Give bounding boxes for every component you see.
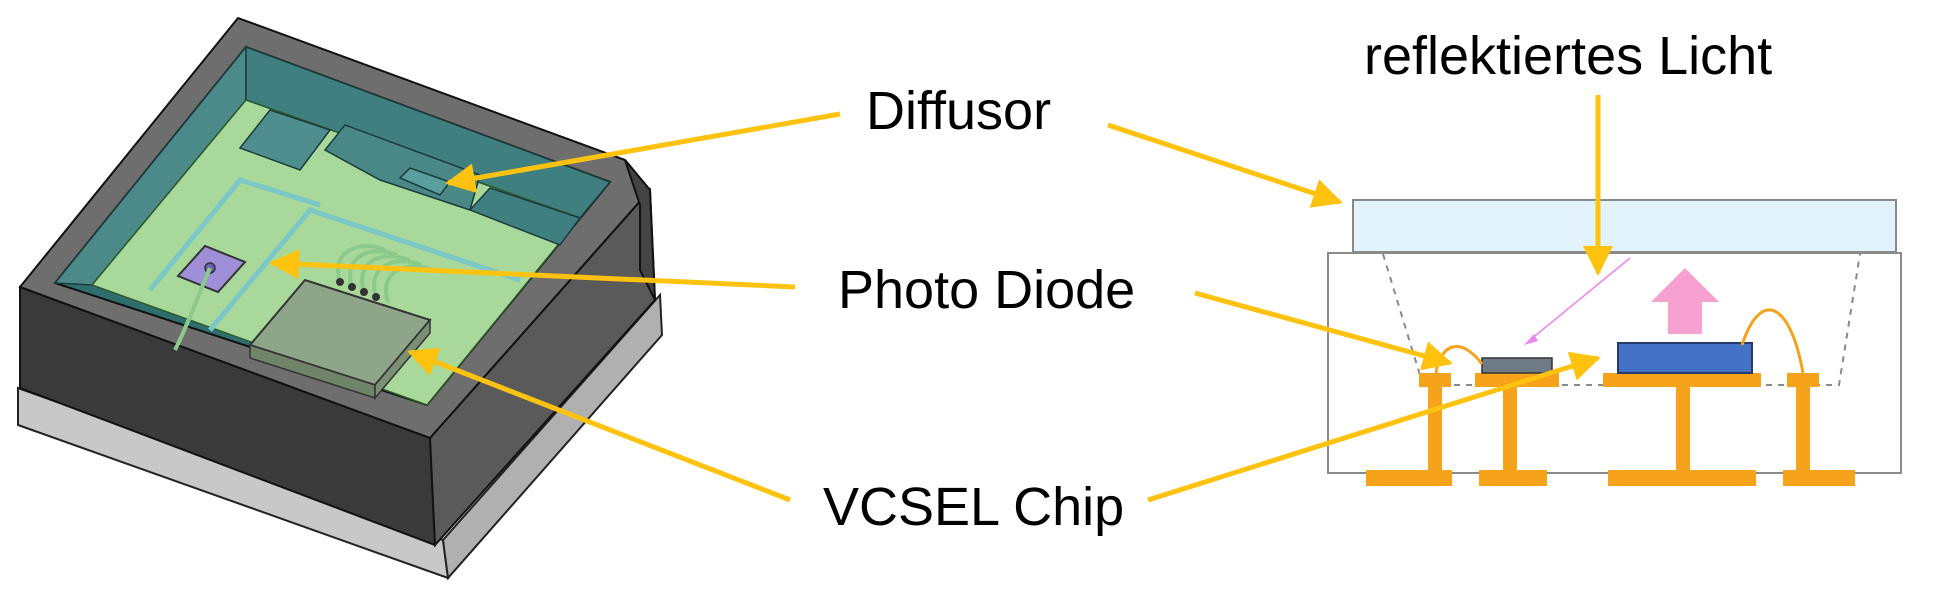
cavity-wall-block-back [238,109,332,171]
cross-section-vcsel-chip [1617,342,1753,374]
cross-section-housing [1327,252,1902,474]
arrow-vcsel-to-section [1147,351,1601,503]
cross-section-diffusor [1352,199,1897,253]
cavity-wall-block-right [468,187,582,246]
package-base-plate-side [441,292,664,581]
vcsel-chip-label: VCSEL Chip [823,477,1125,537]
package-cross-section [1327,199,1902,486]
diffusor-label: Diffusor [866,81,1052,141]
reflected-light-ray-head [1524,334,1538,345]
cross-section-photo-diode [1481,357,1553,374]
vcsel-chip-3d-side-2 [374,317,431,401]
vcsel-bond-pads [336,278,380,301]
cross-section-vcsel-bond-wire [1740,308,1805,374]
photo-diode-bond-wire [173,267,212,351]
reflected-light-ray [1529,257,1631,341]
arrow-diffusor-to-section [1107,122,1343,208]
reflected-light-label: reflektiertes Licht [1364,26,1773,86]
arrow-diffusor-to-3d [445,111,841,194]
package-3d-view [17,16,664,581]
substrate-trace-2 [208,207,521,332]
package-housing-notch [624,159,656,301]
substrate-trace-1 [148,177,321,292]
photo-diode-label: Photo Diode [838,260,1136,320]
emitted-light-arrow [1651,268,1719,334]
arrow-photodiode-to-3d [269,249,796,290]
leadframe [1366,373,1855,486]
arrow-photodiode-to-section [1194,290,1453,371]
arrow-vcsel-to-3d [407,347,791,503]
callout-arrows [269,95,1613,503]
